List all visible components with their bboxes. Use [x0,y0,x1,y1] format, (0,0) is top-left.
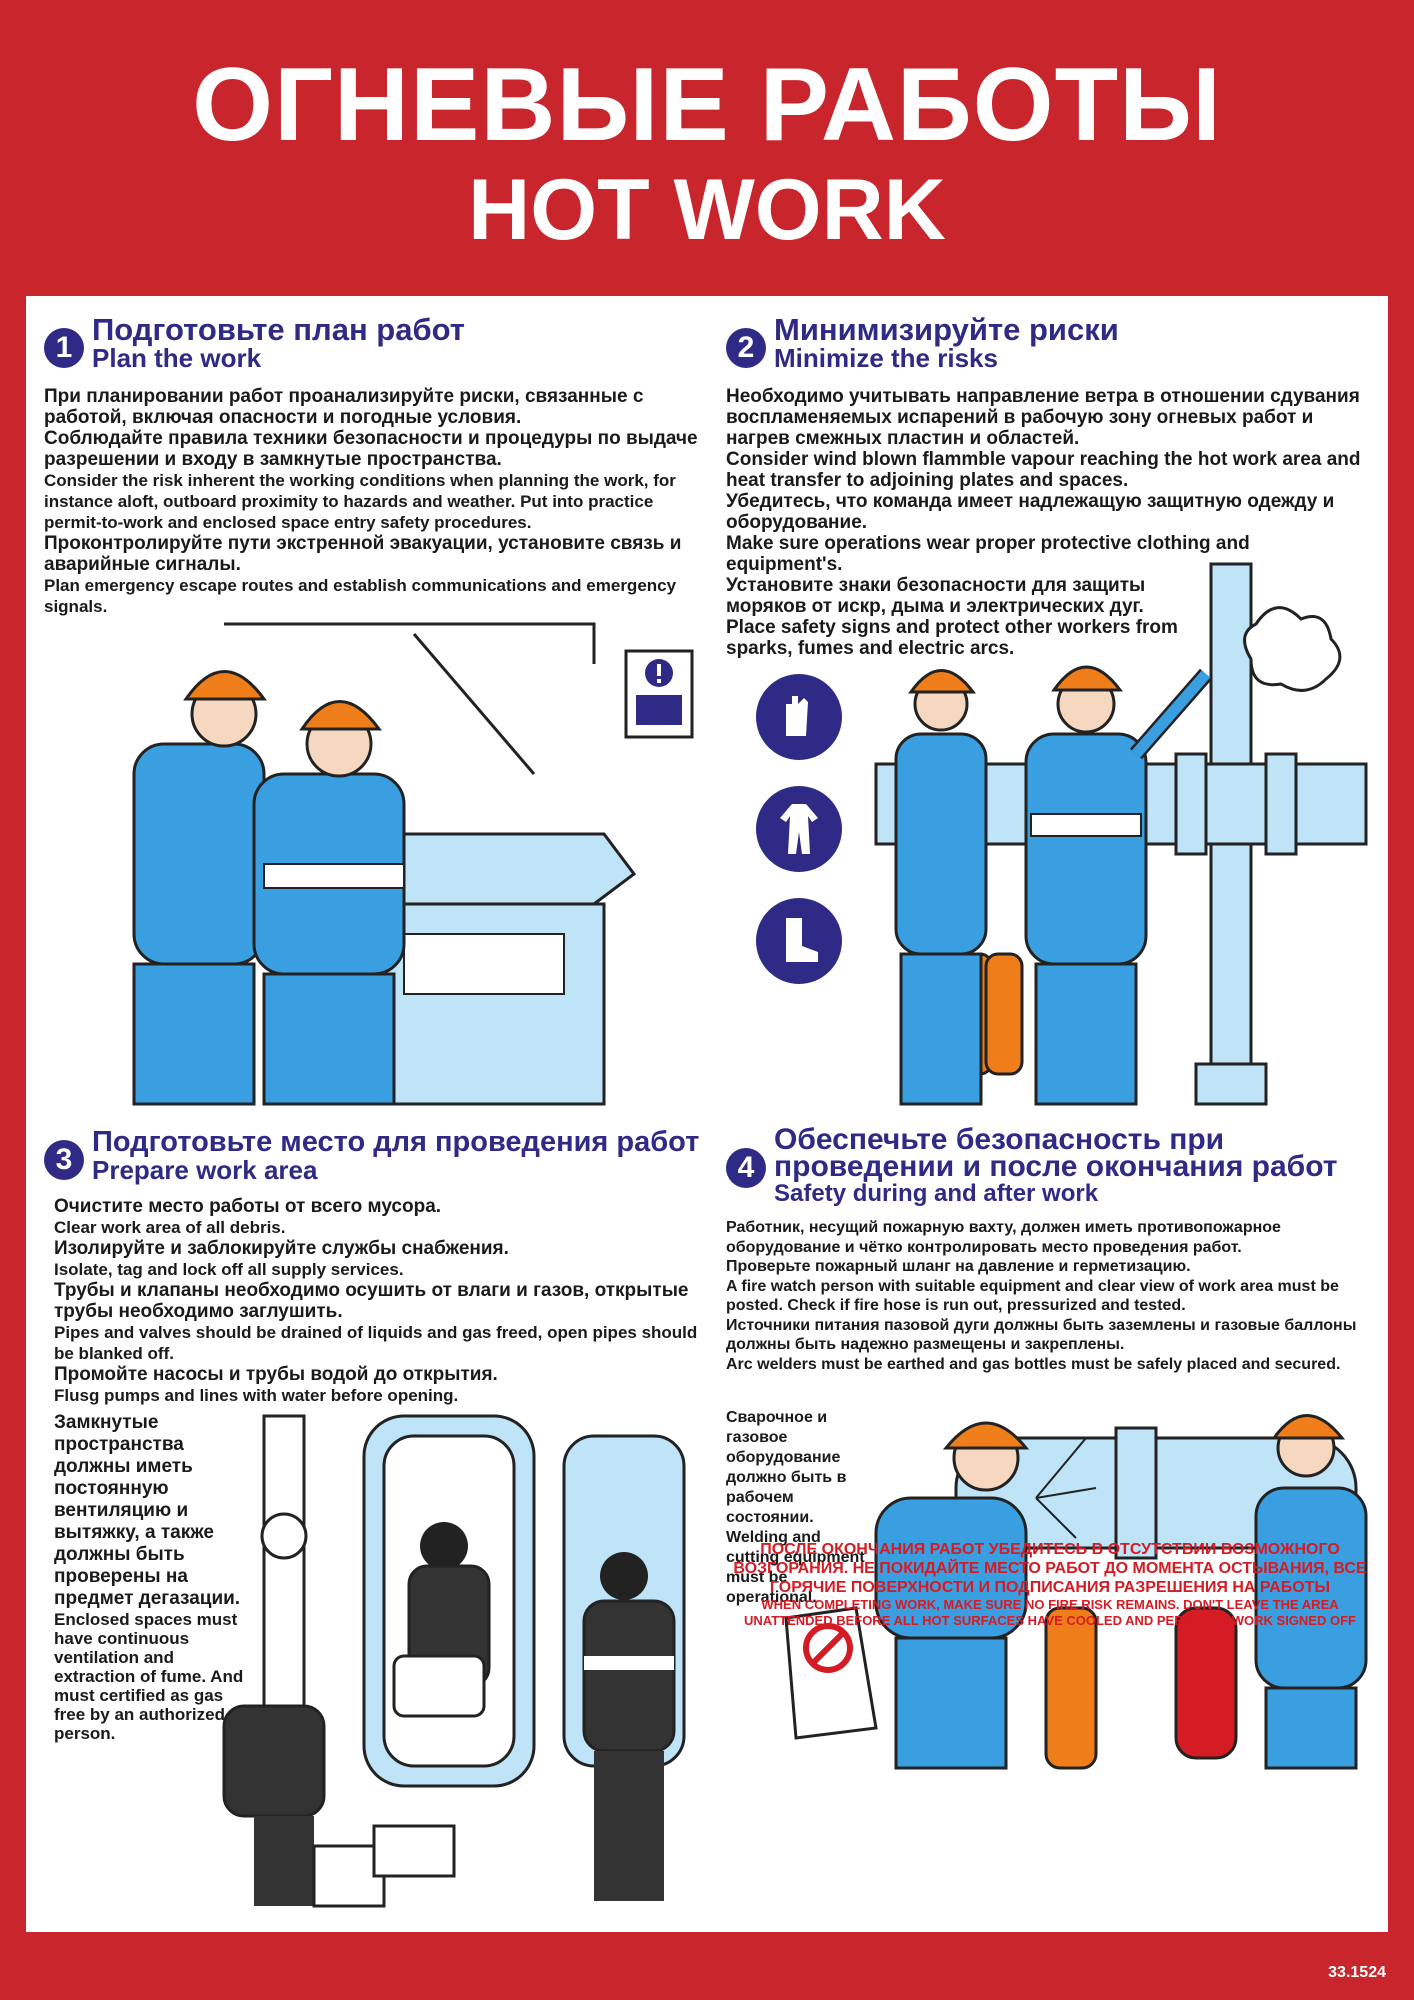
safety-notice-icon [624,649,694,739]
safety-boot-icon [756,898,842,984]
section-body: Необходимо учитывать направление ветра в… [726,386,1366,659]
body-line: Очистите место работы от всего мусора. [54,1196,442,1217]
section-number-badge: 2 [726,328,766,368]
section-prepare-work-area: 3 Подготовьте место для проведения работ… [44,1126,709,1926]
body-line: A fire watch person with suitable equipm… [726,1277,1339,1315]
body-line: Замкнутые пространства должны иметь пост… [54,1412,241,1609]
illustration-enclosed-space [222,1414,686,1908]
section-minimize-risks: 2 Минимизируйте риски Minimize the risks… [726,314,1376,1134]
body-line: Изолируйте и заблокируйте службы снабжен… [54,1238,509,1259]
body-line: Welding and cutting equipment must be op… [726,1529,865,1606]
equipment-note: Сварочное и газовое оборудование должно … [726,1408,876,1608]
gloves-icon [756,674,842,760]
illustration-workers-at-pipe [874,562,1368,1106]
section-title-ru: Обеспечьте безопасность при проведении и… [774,1123,1338,1183]
section-body: При планировании работ проанализируйте р… [44,386,709,617]
completion-warning: ПОСЛЕ ОКОНЧАНИЯ РАБОТ УБЕДИТЕСЬ В ОТСУТС… [720,1540,1380,1629]
body-line: Установите знаки безопасности для защиты… [726,575,1146,617]
poster-code: 33.1524 [1328,1964,1386,1981]
section-title-ru: Подготовьте место для проведения работ [92,1126,700,1158]
body-line: Enclosed spaces must have continuous ven… [54,1610,244,1743]
section-title-en: Minimize the risks [774,343,998,373]
body-line: Источники питания пазовой дуги должны бы… [726,1316,1357,1354]
body-line: Make sure operations wear proper protect… [726,533,1250,575]
warning-text-ru: ПОСЛЕ ОКОНЧАНИЯ РАБОТ УБЕДИТЕСЬ В ОТСУТС… [733,1541,1367,1596]
body-line: Place safety signs and protect other wor… [726,617,1178,659]
body-line: Убедитесь, что команда имеет надлежащую … [726,491,1335,533]
section-title-en: Prepare work area [92,1155,318,1185]
poster-title-ru: ОГНЕВЫЕ РАБОТЫ [192,47,1222,163]
section-title-en: Plan the work [92,343,262,373]
body-line: Plan emergency escape routes and establi… [44,576,677,616]
section-plan-the-work: 1 Подготовьте план работ Plan the work П… [44,314,709,1134]
poster-header: ОГНЕВЫЕ РАБОТЫ HOT WORK [0,0,1414,280]
section-safety-during-after-work: 4 Обеспечьте безопасность при проведении… [726,1125,1376,1926]
body-line: Сварочное и газовое оборудование должно … [726,1409,847,1526]
section-title-ru: Минимизируйте риски [774,312,1119,347]
section-number-badge: 4 [726,1148,766,1188]
poster-title-en: HOT WORK [468,162,946,258]
body-line: Consider the risk inherent the working c… [44,471,676,532]
section-title-ru: Подготовьте план работ [92,312,465,347]
section-body: Очистите место работы от всего мусора. C… [54,1196,704,1406]
body-line: Consider wind blown flammble vapour reac… [726,449,1361,491]
section-number-badge: 1 [44,328,84,368]
body-line: Flusg pumps and lines with water before … [54,1386,459,1405]
body-line: Clear work area of all debris. [54,1218,286,1237]
illustration-workers-planning [132,622,637,1106]
body-line: При планировании работ проанализируйте р… [44,386,644,428]
body-line: Проконтролируйте пути экстренной эвакуац… [44,533,682,575]
body-line: Соблюдайте правила техники безопасности … [44,428,698,470]
body-line: Isolate, tag and lock off all supply ser… [54,1260,404,1279]
body-line: Необходимо учитывать направление ветра в… [726,386,1360,449]
warning-text-en: WHEN COMPLETING WORK, MAKE SURE NO FIRE … [744,1597,1356,1628]
illustration-welding [784,1414,1368,1770]
coverall-icon [756,786,842,872]
body-line: Pipes and valves should be drained of li… [54,1323,698,1363]
section-body: Работник, несущий пожарную вахту, должен… [726,1218,1376,1374]
body-line: Проверьте пожарный шланг на давление и г… [726,1258,1191,1275]
content-panel: 1 Подготовьте план работ Plan the work П… [26,296,1388,1932]
body-line: Работник, несущий пожарную вахту, должен… [726,1219,1281,1256]
body-line: Промойте насосы и трубы водой до открыти… [54,1364,498,1385]
enclosed-space-note: Замкнутые пространства должны иметь пост… [54,1412,254,1743]
body-line: Трубы и клапаны необходимо осушить от вл… [54,1280,689,1322]
section-title-en: Safety during and after work [774,1180,1099,1207]
section-number-badge: 3 [44,1140,84,1180]
body-line: Arc welders must be earthed and gas bott… [726,1355,1341,1373]
